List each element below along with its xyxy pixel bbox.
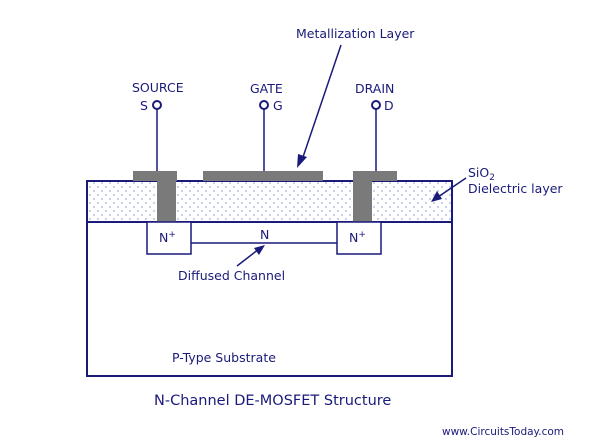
n-channel-label: N [260,227,269,242]
drain-contact-via [353,181,372,222]
website-label: www.CircuitsToday.com [442,426,564,438]
dielectric-arrow [431,177,467,202]
source-label: SOURCE [132,80,184,95]
gate-label: GATE [250,81,283,96]
source-n-plus-label: N+ [159,230,176,245]
g-terminal-label: G [273,98,283,113]
metallization-arrow [297,44,342,168]
d-terminal-label: D [384,98,394,113]
sio2-label: SiO2 [468,165,495,183]
substrate-label: P-Type Substrate [172,350,276,365]
sio2-dielectric-layer [86,180,453,223]
dielectric-layer-label: Dielectric layer [468,181,563,196]
metallization-layer-label: Metallization Layer [296,26,415,41]
diffused-channel-arrow [236,245,265,267]
diagram-caption: N-Channel DE-MOSFET Structure [154,393,391,409]
source-contact-via [157,181,176,222]
s-terminal-label: S [140,98,148,113]
gate-metal-pad [203,171,323,181]
drain-terminal [371,100,381,110]
source-terminal [152,100,162,110]
drain-metal-pad [353,171,397,181]
drain-n-plus-region [336,221,382,255]
source-n-plus-region [146,221,192,255]
drain-n-plus-label: N+ [349,230,366,245]
source-metal-pad [133,171,177,181]
diffused-channel-label: Diffused Channel [178,268,285,283]
gate-terminal [259,100,269,110]
drain-label: DRAIN [355,81,394,96]
